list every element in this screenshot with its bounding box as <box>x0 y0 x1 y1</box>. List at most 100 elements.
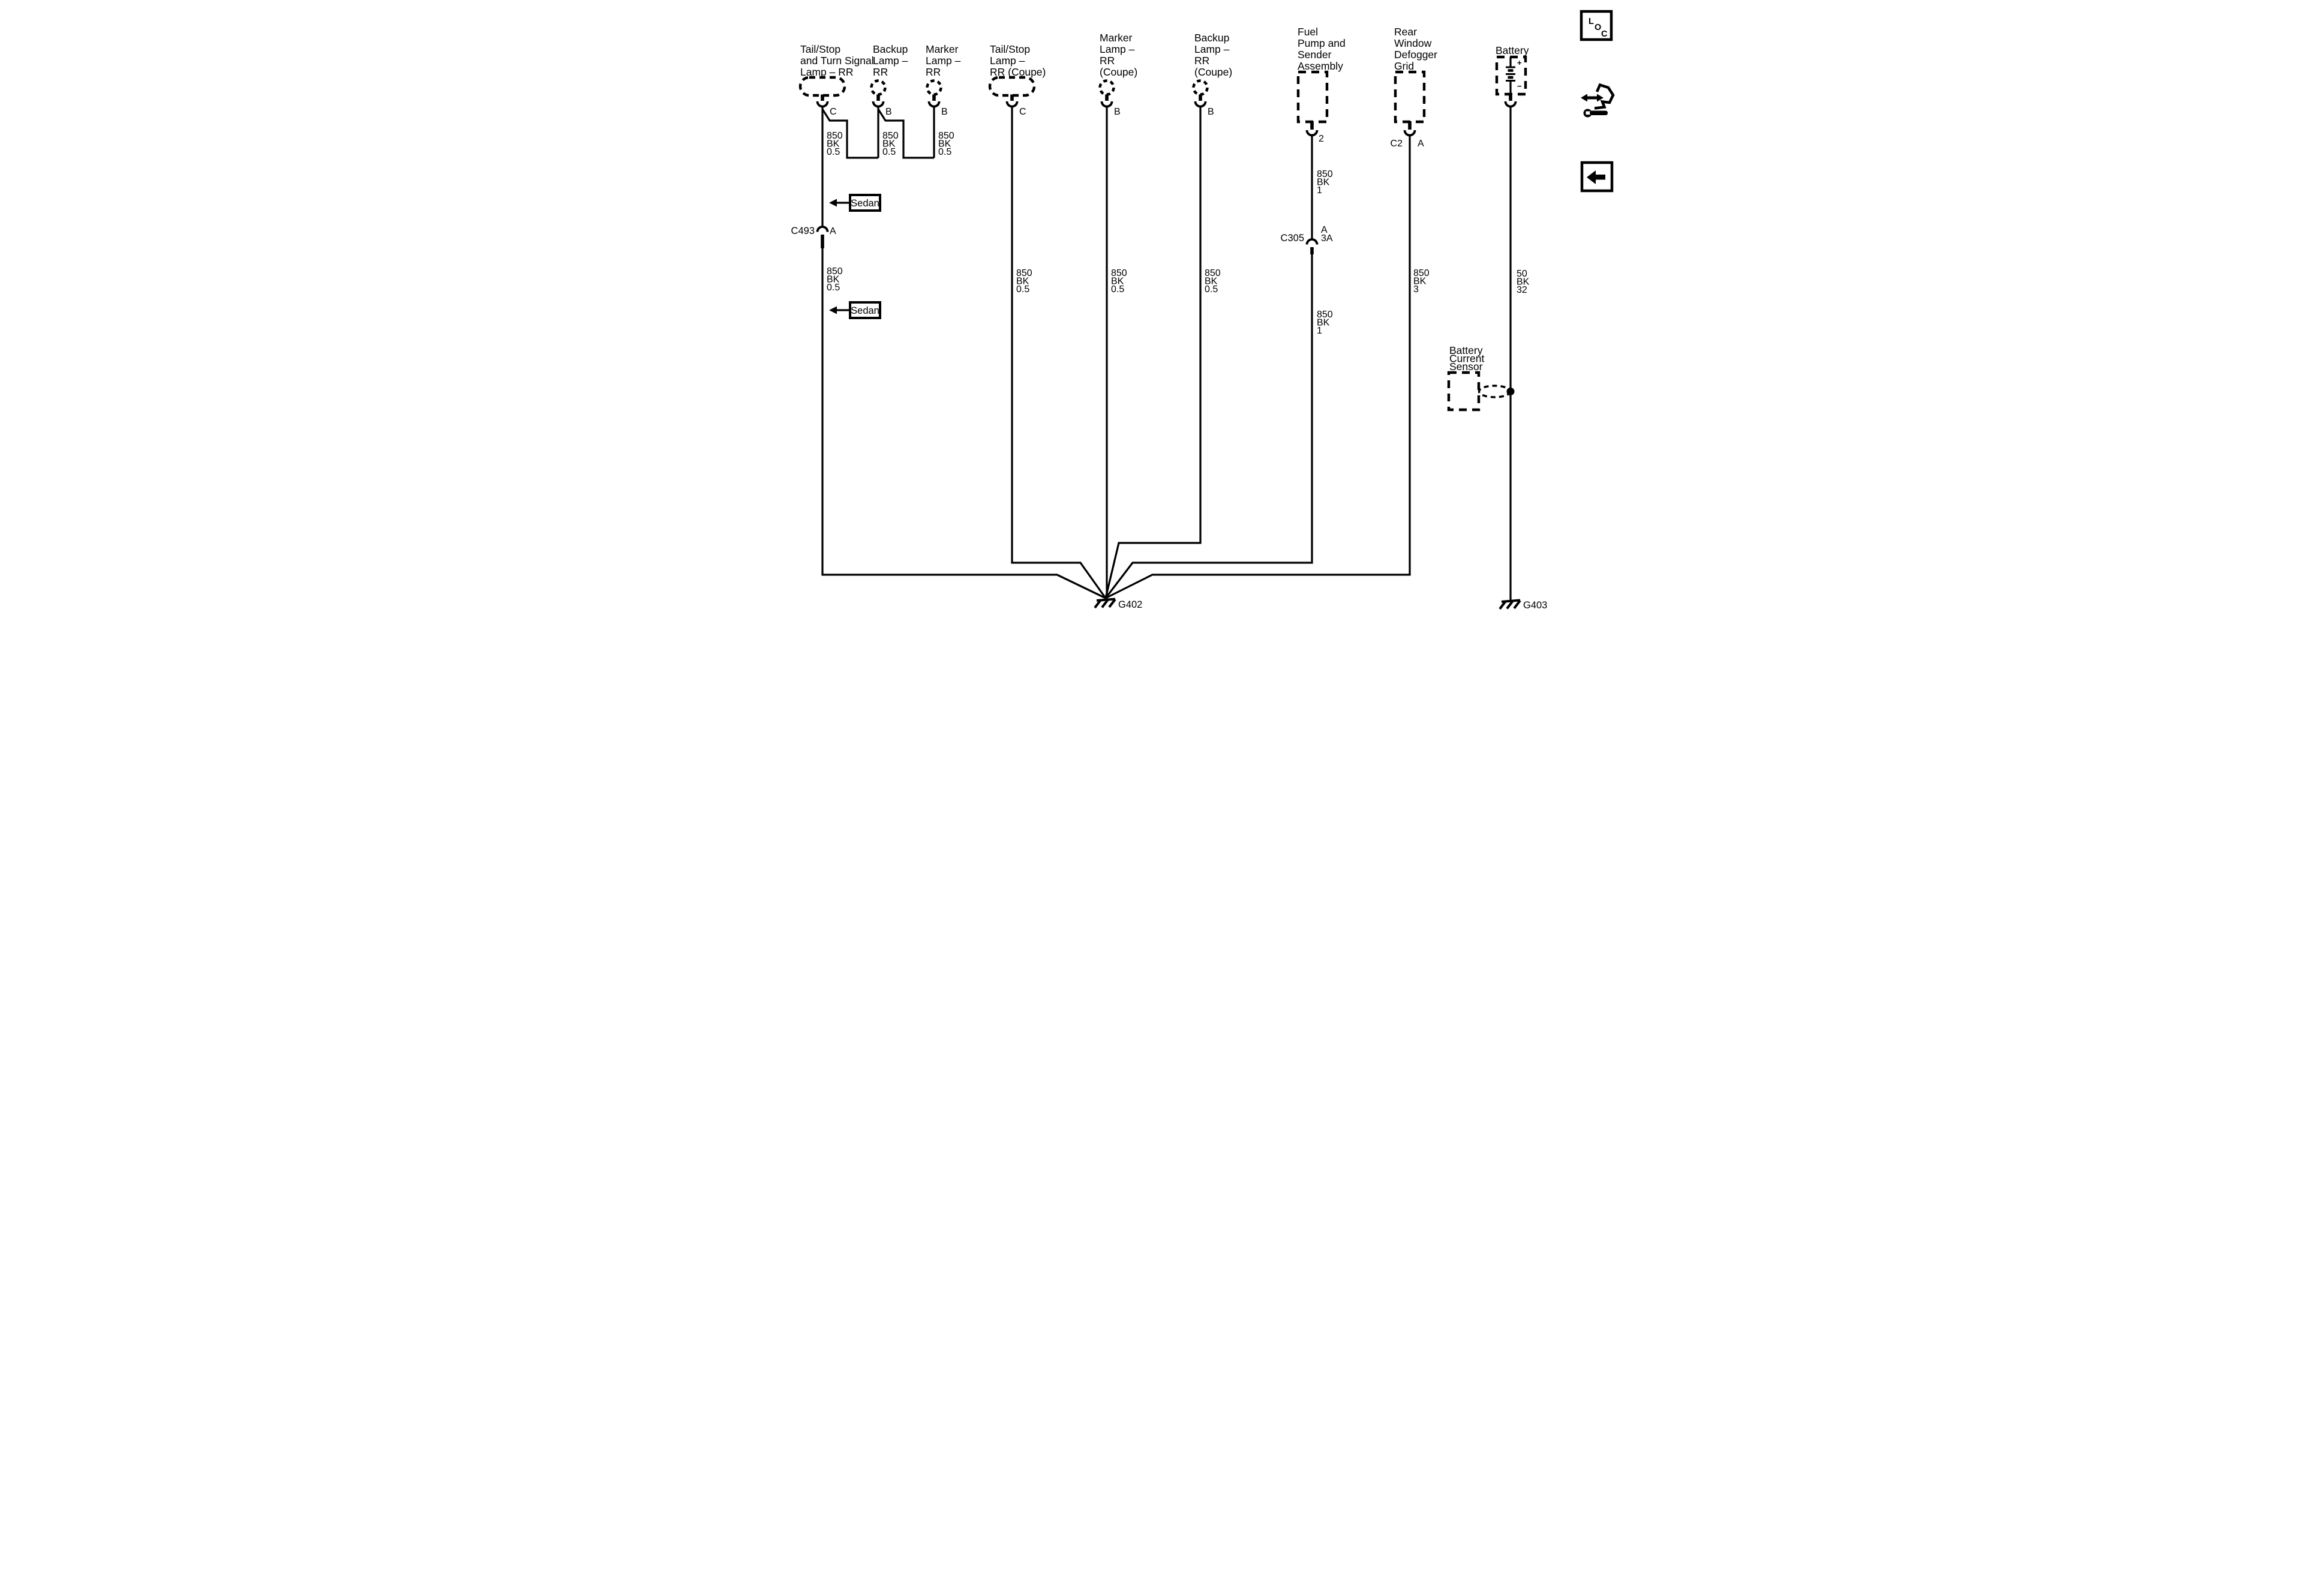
page-background <box>697 0 1627 629</box>
battery-minus-sign: − <box>1517 82 1522 91</box>
marker-coupe-label-line2: Lamp – <box>1100 43 1135 55</box>
g403-label: G403 <box>1523 600 1547 611</box>
current-sensor-symbol <box>1447 371 1481 412</box>
loc-button[interactable]: L O C <box>1580 10 1613 41</box>
fuel-pump-wire-lower-line3: 1 <box>1317 326 1322 336</box>
c493-name: C493 <box>791 226 815 236</box>
fuel-pump-label-line2: Pump and <box>1298 37 1346 49</box>
c493-cup <box>816 226 829 232</box>
repair-instructions-icon[interactable] <box>1581 83 1615 118</box>
sedan-lower-box <box>849 301 881 319</box>
wire-label-tail-stop-main: 850 BK 0.5 <box>827 266 843 293</box>
component-current-sensor: Battery Current Sensor <box>1447 344 1515 412</box>
tail-stop-main-wire-line2: BK <box>827 275 840 285</box>
tail-stop-coupe-label-line2: Lamp – <box>990 55 1025 67</box>
marker-rr-pin-cup <box>927 101 941 108</box>
marker-rr-label-line2: Lamp – <box>926 55 961 67</box>
double-arrow-right-head <box>1597 94 1604 102</box>
c305-cup <box>1305 238 1319 245</box>
backup-coupe-label-line2: Lamp – <box>1194 43 1230 55</box>
defogger-pin-cup <box>1403 130 1416 137</box>
back-button[interactable] <box>1580 161 1614 193</box>
marker-rr-pin-label: B <box>941 107 948 117</box>
marker-coupe-pin-cup <box>1100 101 1113 108</box>
fuel-pump-wire-lower-line2: BK <box>1317 318 1330 328</box>
sedan-lower-arrowhead <box>829 306 837 314</box>
battery-wire-line3: 32 <box>1517 285 1527 295</box>
fuel-pump-pin-cup <box>1305 130 1319 137</box>
sedan-upper-label: Sedan <box>851 198 879 209</box>
tail-stop-main-wire-line3: 0.5 <box>827 283 840 293</box>
loc-letter-l: L <box>1589 17 1594 26</box>
battery-pin-cup <box>1504 101 1517 108</box>
backup-rr-label-line2: Lamp – <box>873 55 908 67</box>
loc-letter-o: O <box>1595 23 1601 32</box>
double-arrow-left-head <box>1581 94 1587 102</box>
component-marker-rr: Marker Lamp – RR B 850 BK 0.5 <box>926 43 961 157</box>
marker-rr-wire-line1: 850 <box>938 131 954 141</box>
back-box[interactable] <box>1580 161 1614 193</box>
wiring-diagram-canvas: Tail/Stop and Turn Signal Lamp – RR C 85… <box>697 0 1627 629</box>
marker-coupe-wire-line2: BK <box>1111 277 1124 287</box>
wire-defogger <box>1105 136 1411 599</box>
tail-stop-rr-label-line2: and Turn Signal <box>800 55 874 67</box>
wrench-icon <box>1583 109 1608 118</box>
marker-coupe-wire-line1: 850 <box>1111 268 1127 278</box>
backup-rr-label-line1: Backup <box>873 43 908 55</box>
battery-label: Battery <box>1496 44 1529 56</box>
tail-stop-rr-label-line3: Lamp – RR <box>800 66 854 78</box>
c493-pin-label: A <box>830 226 836 236</box>
component-tail-stop-rr: Tail/Stop and Turn Signal Lamp – RR C 85… <box>798 43 874 157</box>
wire-backup-splice-jog <box>877 109 934 159</box>
callout-sedan-upper: Sedan <box>829 194 881 212</box>
back-arrow-shaft <box>1595 175 1605 180</box>
backup-rr-pin-label: B <box>885 107 892 117</box>
defogger-label-line3: Defogger <box>1394 49 1437 61</box>
fuel-pump-pin-label: 2 <box>1319 134 1324 144</box>
tail-stop-coupe-symbol <box>988 76 1036 97</box>
battery-cell-symbol <box>1506 57 1515 94</box>
c305-pin-bottom-label: 3A <box>1321 233 1333 244</box>
tail-stop-coupe-wire-line3: 0.5 <box>1016 284 1029 295</box>
defogger-wire-line1: 850 <box>1413 268 1430 278</box>
loc-box[interactable] <box>1580 10 1613 41</box>
fuel-pump-wire-lower-line1: 850 <box>1317 310 1333 320</box>
backup-coupe-pin-cup <box>1194 101 1207 108</box>
c305-pin-top-label: A <box>1321 225 1328 235</box>
wire-tail-stop-splice-jog <box>821 109 878 159</box>
marker-coupe-label-line3: RR <box>1100 55 1115 67</box>
tail-stop-coupe-pin-label: C <box>1019 107 1026 117</box>
tail-stop-coupe-wire-line1: 850 <box>1016 268 1032 278</box>
fuel-pump-wire-upper-line2: BK <box>1317 178 1330 188</box>
defogger-pin-right-label: A <box>1418 139 1424 149</box>
sedan-upper-arrowhead <box>829 199 837 207</box>
defogger-label-line4: Grid <box>1394 60 1414 72</box>
marker-coupe-label-line4: (Coupe) <box>1100 66 1137 78</box>
current-sensor-label-line3: Sensor <box>1449 361 1483 373</box>
marker-rr-wire-line2: BK <box>938 139 951 149</box>
backup-rr-wire-line3: 0.5 <box>882 147 896 157</box>
defogger-pin-left-label: C2 <box>1391 139 1403 149</box>
connector-c493: C493 A <box>791 226 836 248</box>
ground-g402: G402 <box>1094 598 1142 610</box>
fuel-pump-label-line1: Fuel <box>1298 26 1318 38</box>
tail-stop-rr-label-line1: Tail/Stop <box>800 43 840 55</box>
tail-stop-main-wire-line1: 850 <box>827 266 843 277</box>
tail-stop-coupe-wire-line2: BK <box>1016 277 1029 287</box>
c305-name: C305 <box>1281 233 1304 244</box>
component-defogger: Rear Window Defogger Grid C2 A 850 BK 3 <box>1391 26 1438 295</box>
tail-stop-rr-wire-line2: BK <box>827 139 840 149</box>
tail-stop-coupe-label-line1: Tail/Stop <box>990 43 1030 55</box>
wire-tail-stop-main-lower <box>821 248 1106 599</box>
loc-letter-c: C <box>1601 29 1608 39</box>
current-sensor-label-line2: Current <box>1449 353 1484 365</box>
tail-stop-rr-wire-line3: 0.5 <box>827 147 840 157</box>
marker-coupe-label-line1: Marker <box>1100 32 1133 44</box>
marker-coupe-wire-line3: 0.5 <box>1111 284 1124 295</box>
connector-c305: C305 A 3A 850 BK 1 <box>1281 225 1333 336</box>
tail-stop-rr-wire-line1: 850 <box>827 131 843 141</box>
component-marker-coupe: Marker Lamp – RR (Coupe) B 850 BK 0.5 <box>1098 32 1137 295</box>
ground-g403: G403 <box>1499 599 1547 611</box>
g402-label: G402 <box>1118 599 1142 610</box>
tail-stop-rr-symbol <box>798 76 846 97</box>
